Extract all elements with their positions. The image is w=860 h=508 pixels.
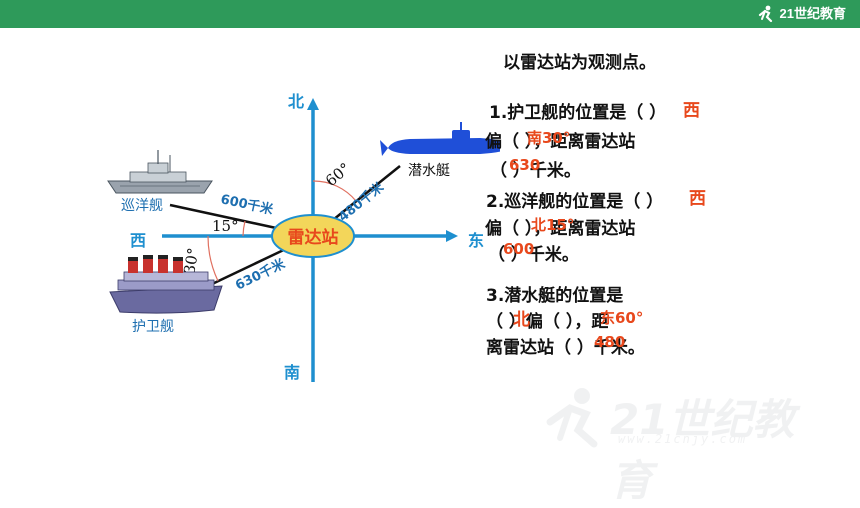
angle-arc-cruiser bbox=[242, 220, 246, 237]
q1-line-2: 偏（ ），距离雷达站 bbox=[485, 132, 636, 152]
submarine-label: 潜水艇 bbox=[408, 163, 450, 179]
angle-label-frigate: 30° bbox=[180, 246, 202, 275]
watermark-url: www.21cnjy.com bbox=[618, 432, 748, 446]
watermark-logo: 21世纪教育 www.21cnjy.com bbox=[540, 382, 830, 505]
radar-diagram: 雷达站 北 南 东 西 480千米 600千米 630千米 60° 15° 30… bbox=[107, 92, 500, 382]
q2-line-3: （ ）千米。 bbox=[488, 245, 579, 265]
radar-station bbox=[271, 214, 355, 258]
q2-answer-angle: 北15° bbox=[531, 216, 575, 234]
q3-answer-direction: 北 bbox=[513, 310, 530, 330]
south-label: 南 bbox=[284, 363, 300, 382]
angle-label-submarine: 60° bbox=[322, 159, 354, 190]
q1-line-3: （ ）千米。 bbox=[490, 161, 581, 181]
q1-answer-angle: 南30° bbox=[527, 129, 571, 147]
q1-line-1: 1.护卫舰的位置是（ ） bbox=[489, 103, 667, 123]
distance-cruiser: 600千米 bbox=[219, 191, 275, 218]
cruiser-icon bbox=[107, 150, 213, 194]
runner-logo-icon bbox=[758, 5, 772, 23]
watermark-runner-icon bbox=[546, 388, 598, 448]
q3-line-2: （ ）偏（ ），距 bbox=[486, 312, 609, 332]
angle-label-cruiser: 15° bbox=[212, 217, 239, 235]
q2-answer-distance: 600 bbox=[503, 240, 535, 258]
distance-submarine: 480千米 bbox=[335, 179, 387, 226]
frigate-icon bbox=[109, 255, 223, 314]
q3-answer-angle: 东60° bbox=[600, 309, 644, 327]
q3-answer-distance: 480 bbox=[594, 333, 626, 351]
radar-station-label: 雷达站 bbox=[288, 227, 339, 248]
intro-text: 以雷达站为观测点。 bbox=[503, 53, 656, 73]
angle-arc-frigate bbox=[207, 235, 219, 282]
q2-line-2: 偏（ ），距离雷达站 bbox=[485, 219, 636, 239]
submarine-icon bbox=[380, 122, 500, 156]
east-label: 东 bbox=[468, 231, 484, 250]
north-label: 北 bbox=[288, 92, 304, 111]
west-label: 西 bbox=[130, 231, 146, 250]
brand-name: 21世纪教育 bbox=[779, 6, 846, 21]
watermark-text: 21世纪教育 bbox=[610, 395, 795, 505]
cruiser-label: 巡洋舰 bbox=[121, 198, 163, 214]
q1-answer-distance: 630 bbox=[509, 156, 541, 174]
frigate-label: 护卫舰 bbox=[132, 319, 174, 335]
q3-line-1: 3.潜水艇的位置是 bbox=[486, 286, 624, 306]
angle-arc-submarine bbox=[312, 180, 357, 202]
q2-answer-direction: 西 bbox=[689, 189, 706, 209]
q3-line-3: 离雷达站（ ）千米。 bbox=[486, 338, 645, 358]
top-bar: 21世纪教育 bbox=[0, 0, 860, 28]
q2-line-1: 2.巡洋舰的位置是（ ） bbox=[486, 192, 664, 212]
brand-logo: 21世纪教育 bbox=[756, 3, 846, 25]
q1-answer-direction: 西 bbox=[683, 101, 700, 121]
